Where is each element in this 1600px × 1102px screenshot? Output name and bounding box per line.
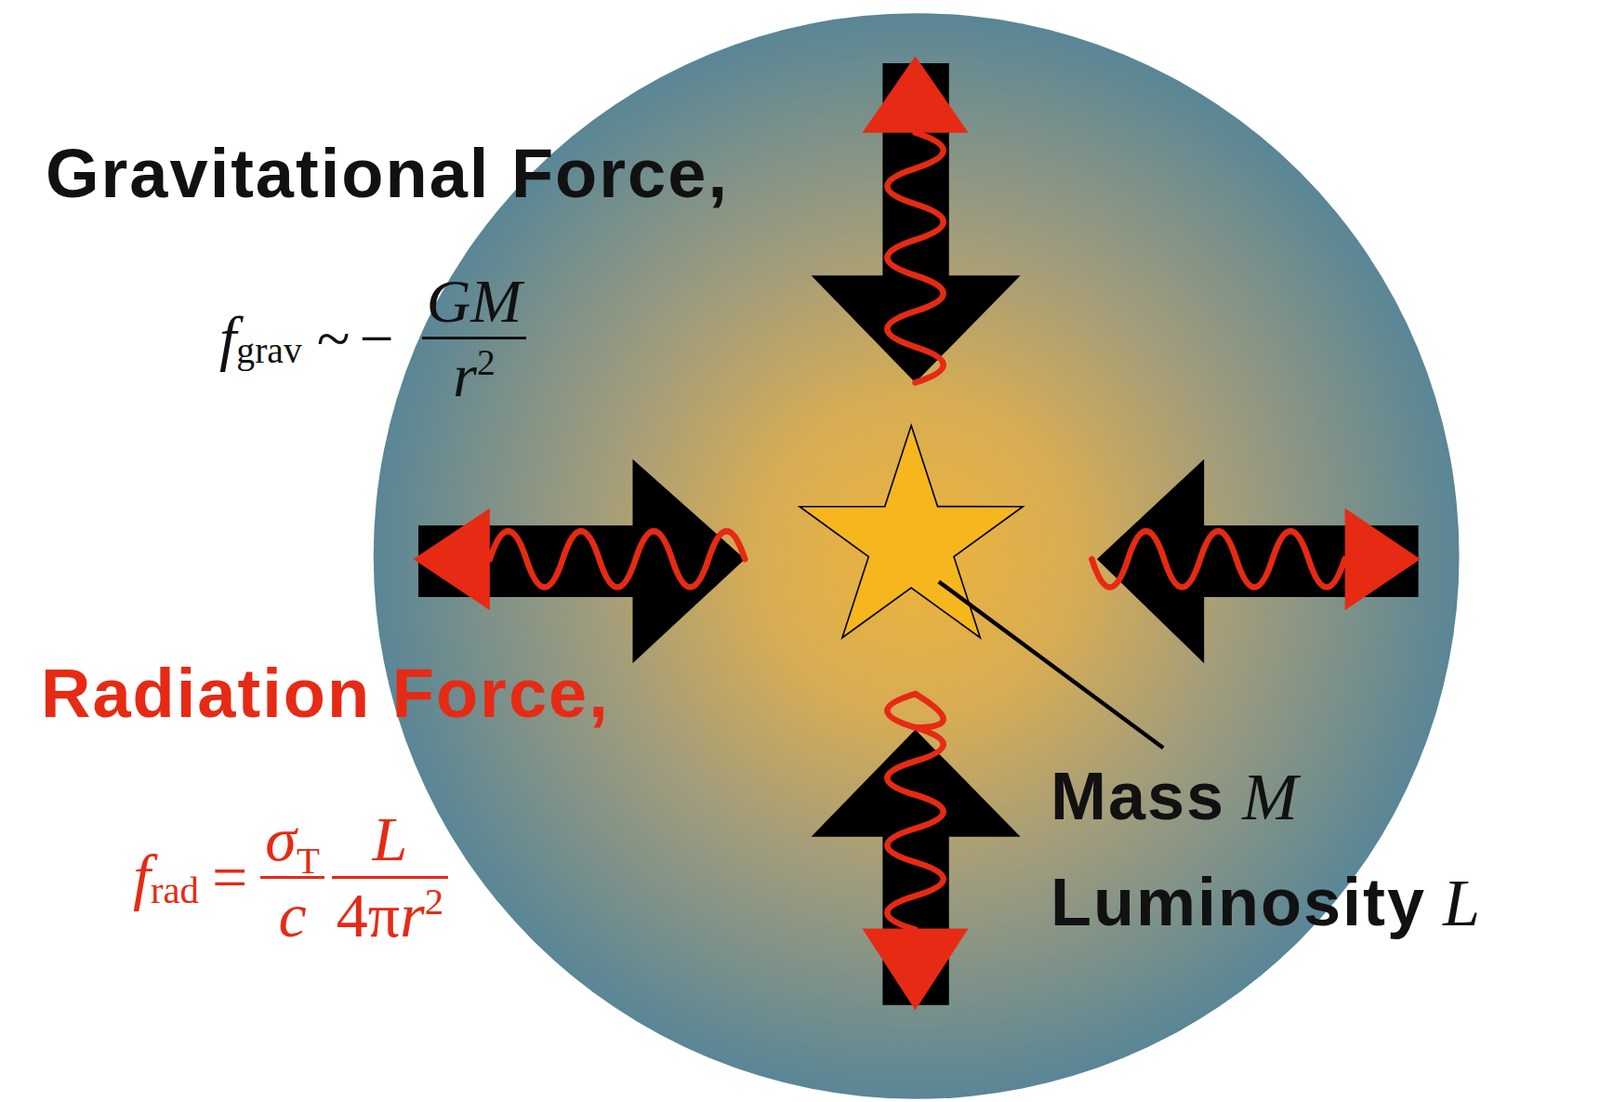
fraction: L4πr2 [331,806,449,950]
symbol: c [278,879,307,951]
denominator: r2 [448,343,500,408]
photon-wave [886,132,943,384]
denominator: c [274,882,312,949]
property-name: Luminosity [1050,864,1427,939]
radiation-formula: frad=σTcL4πr2 [132,806,449,950]
radiation-arrowhead [861,55,968,133]
fraction-bar [422,336,528,340]
subscript: T [296,839,320,882]
numerator-text: GM [426,266,523,335]
property-name: Mass [1050,758,1226,834]
fraction: GMr2 [422,268,528,409]
force-heading: Radiation Force, [40,655,610,731]
operator: − [358,304,394,373]
symbol: σ [264,803,297,874]
denominator: 4πr2 [331,882,449,949]
numerator: σT [260,806,324,873]
star-symbol [799,425,1023,638]
symbol: r [452,341,477,410]
superscript: 2 [476,342,496,384]
fraction-bar [331,875,449,879]
symbol: L [1442,865,1481,940]
superscript: 2 [424,880,444,923]
star-property: MassM [1050,759,1298,834]
gravity-formula: fgrav~−GMr2 [219,268,527,409]
subscript: rad [150,870,199,913]
photon-wave [489,530,745,587]
leader-line [938,581,1164,748]
symbol: M [1242,759,1298,834]
photon-wave [1091,530,1345,587]
symbol: L [372,803,409,874]
symbol: f [132,842,151,913]
radiation-arrowhead [413,507,490,610]
numerator: L [368,806,413,873]
numerator: GM [422,268,528,333]
symbol: f [219,304,237,373]
star-property: LuminosityL [1050,865,1481,940]
symbol: r [399,879,424,951]
subscript: grav [236,330,302,372]
radiation-arrowhead [861,927,968,1010]
radiation-arrowhead [1345,507,1421,610]
operator: ~ [317,304,351,373]
symbol: 4π [336,879,400,951]
operator: = [211,842,248,913]
force-heading: Gravitational Force, [45,135,729,212]
fraction: σTc [260,806,324,950]
photon-wave [886,693,943,929]
